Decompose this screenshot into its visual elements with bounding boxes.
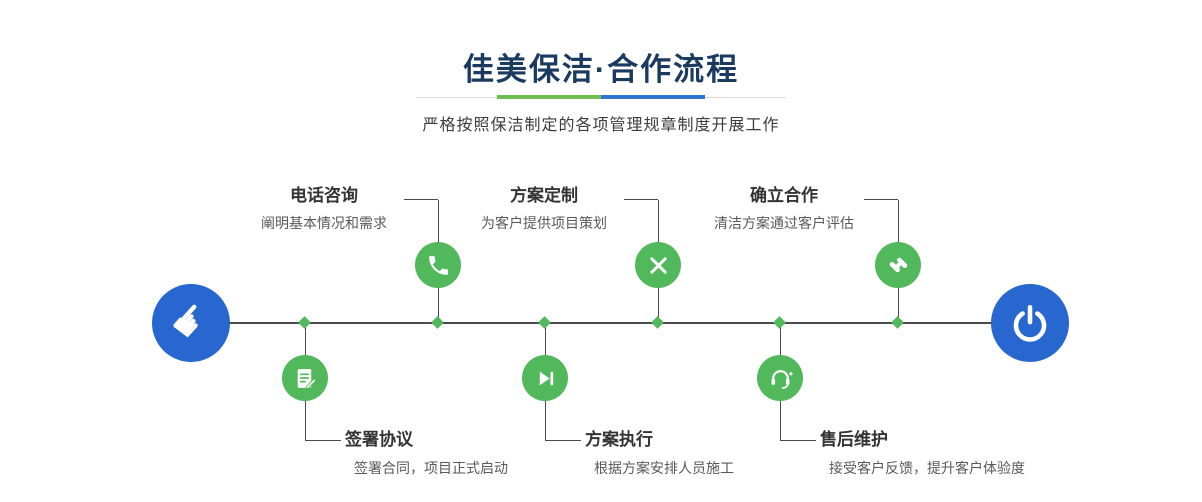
- step-icon-circle: [757, 355, 803, 401]
- step-after-sales: 售后维护 接受客户反馈，提升客户体验度: [820, 430, 1090, 477]
- step-desc: 清洁方案通过客户评估: [714, 215, 854, 231]
- pointing-hand-icon: ☛: [159, 290, 220, 351]
- handshake-icon: [889, 257, 907, 272]
- step-title: 签署协议: [345, 430, 413, 449]
- step-icon-circle: [415, 242, 461, 288]
- page-subtitle: 严格按照保洁制定的各项管理规章制度开展工作: [422, 117, 780, 134]
- timeline-end-node: [991, 284, 1069, 362]
- step-sign-agreement: 签署协议 签署合同，项目正式启动: [345, 430, 615, 477]
- step-title: 售后维护: [820, 430, 888, 449]
- timeline-node-marker: [891, 316, 904, 329]
- step-plan-execute: 方案执行 根据方案安排人员施工: [585, 430, 855, 477]
- page-title: 佳美保洁·合作流程: [462, 52, 740, 87]
- timeline-node-marker: [651, 316, 664, 329]
- step-plan-custom: 方案定制 为客户提供项目策划: [464, 186, 624, 232]
- design-tools-icon: [649, 256, 667, 274]
- connector-line: [864, 199, 898, 200]
- step-confirm-coop: 确立合作 清洁方案通过客户评估: [704, 186, 864, 232]
- step-desc: 根据方案安排人员施工: [594, 460, 734, 476]
- step-title: 方案定制: [510, 186, 578, 205]
- step-icon-circle: [282, 355, 328, 401]
- connector-line: [404, 199, 438, 200]
- connector-line: [624, 199, 658, 200]
- timeline-axis: [190, 322, 1030, 324]
- timeline-node-marker: [431, 316, 444, 329]
- timeline-start-node: ☛: [152, 284, 230, 362]
- timeline-node-marker: [298, 316, 311, 329]
- phone-icon: [428, 255, 448, 275]
- connector-line: [305, 440, 341, 441]
- step-phone-consult: 电话咨询 阐明基本情况和需求: [244, 186, 404, 232]
- connector-line: [780, 440, 816, 441]
- title-divider: [416, 95, 786, 100]
- step-desc: 接受客户反馈，提升客户体验度: [829, 460, 1025, 476]
- timeline-node-marker: [538, 316, 551, 329]
- connector-line: [545, 440, 581, 441]
- step-icon-circle: [875, 242, 921, 288]
- step-title: 方案执行: [585, 430, 653, 449]
- divider-green-segment: [497, 95, 601, 99]
- timeline-node-marker: [773, 316, 786, 329]
- contract-icon: [297, 368, 317, 389]
- power-icon: [1013, 304, 1047, 342]
- divider-blue-segment: [601, 95, 705, 99]
- step-icon-circle: [635, 242, 681, 288]
- step-title: 确立合作: [750, 186, 818, 205]
- step-desc: 阐明基本情况和需求: [261, 215, 387, 231]
- step-title: 电话咨询: [290, 186, 358, 205]
- play-icon: [539, 371, 553, 385]
- headset-icon: [771, 369, 793, 389]
- step-desc: 签署合同，项目正式启动: [354, 460, 508, 476]
- step-desc: 为客户提供项目策划: [481, 215, 607, 231]
- step-icon-circle: [522, 355, 568, 401]
